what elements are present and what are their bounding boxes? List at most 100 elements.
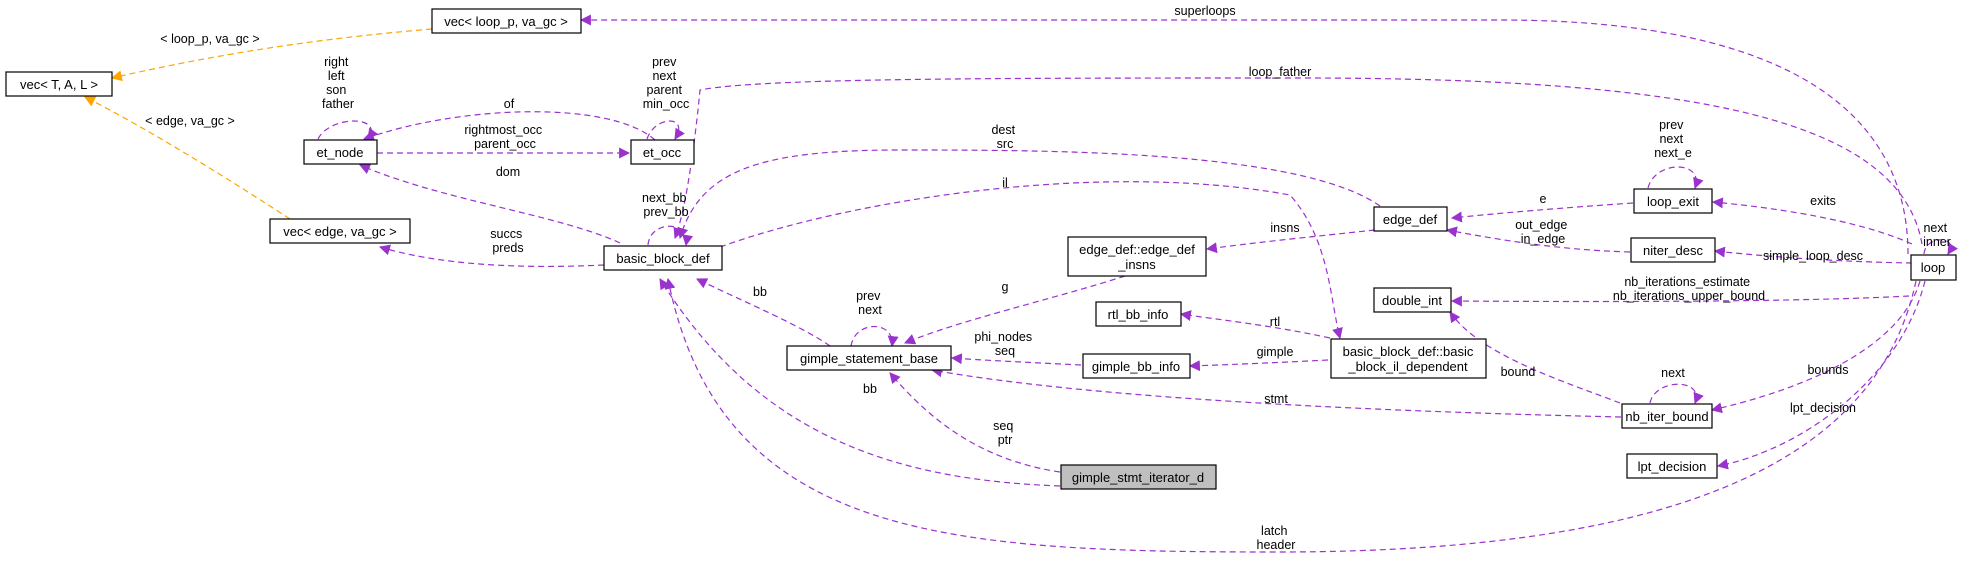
edge-loop-exit-self: prev next next_e	[1647, 118, 1704, 190]
edge-bb-from-gsi: bb	[659, 278, 1061, 487]
label-superloops: superloops	[1174, 4, 1235, 18]
node-bb-il-dependent[interactable]: basic_block_def::basic _block_il_depende…	[1330, 338, 1487, 379]
label-loop-self: next inner	[1923, 221, 1951, 249]
svg-text:_insns: _insns	[1117, 257, 1156, 272]
label-gimple-self: prev next	[856, 289, 884, 317]
edge-out-in-edge: out_edge in_edge	[1445, 218, 1631, 253]
label-e: e	[1540, 192, 1547, 206]
node-et-node[interactable]: et_node	[303, 139, 378, 165]
svg-text:basic_block_def: basic_block_def	[616, 251, 710, 266]
edge-lpt-decision: lpt_decision	[1716, 280, 1926, 470]
edge-dest-src: dest src	[677, 123, 1381, 240]
label-loop-father: loop_father	[1249, 65, 1312, 79]
svg-text:loop_exit: loop_exit	[1647, 194, 1699, 209]
edge-rtl: rtl	[1179, 310, 1331, 339]
label-nb-iter-self: next	[1661, 366, 1685, 380]
svg-text:double_int: double_int	[1382, 293, 1442, 308]
label-g: g	[1002, 280, 1009, 294]
node-vec-t-a-l[interactable]: vec< T, A, L >	[5, 71, 113, 97]
svg-text:niter_desc: niter_desc	[1643, 243, 1703, 258]
node-lpt-decision[interactable]: lpt_decision	[1626, 453, 1718, 479]
svg-text:vec< loop_p, va_gc >: vec< loop_p, va_gc >	[444, 14, 568, 29]
edge-gimple-self: prev next	[850, 289, 899, 348]
label-latch-header: latch header	[1257, 524, 1296, 552]
label-seq-ptr: seq ptr	[993, 419, 1017, 447]
node-vec-loop-p[interactable]: vec< loop_p, va_gc >	[431, 8, 582, 34]
label-succs-preds: succs preds	[490, 227, 525, 255]
edge-nb-iter-self: next	[1649, 366, 1704, 405]
svg-text:vec< T, A, L >: vec< T, A, L >	[20, 77, 98, 92]
edge-gimple: gimple	[1188, 345, 1329, 372]
edge-bb-self: next_bb prev_bb	[642, 191, 693, 247]
label-bb-from-gsi: bb	[863, 382, 877, 396]
node-niter-desc[interactable]: niter_desc	[1630, 237, 1716, 263]
label-il: il	[1002, 176, 1008, 190]
edge-superloops: superloops	[579, 4, 1909, 255]
svg-text:lpt_decision: lpt_decision	[1638, 459, 1707, 474]
node-loop[interactable]: loop	[1910, 254, 1957, 281]
node-double-int[interactable]: double_int	[1373, 287, 1452, 313]
label-bound: bound	[1501, 365, 1536, 379]
svg-text:edge_def::edge_def: edge_def::edge_def	[1079, 242, 1195, 257]
svg-text:loop: loop	[1921, 260, 1946, 275]
label-insns: insns	[1270, 221, 1299, 235]
label-out-in-edge: out_edge in_edge	[1515, 218, 1571, 246]
edge-stmt: stmt	[930, 366, 1622, 418]
label-rtl: rtl	[1270, 315, 1280, 329]
svg-text:gimple_bb_info: gimple_bb_info	[1092, 359, 1180, 374]
node-edge-def-insns[interactable]: edge_def::edge_def _insns	[1067, 236, 1207, 277]
edge-e: e	[1450, 192, 1634, 223]
label-of: of	[504, 97, 515, 111]
svg-text:et_node: et_node	[317, 145, 364, 160]
node-nb-iter-bound[interactable]: nb_iter_bound	[1621, 403, 1713, 429]
label-vec-loop-template: < loop_p, va_gc >	[160, 32, 259, 46]
edge-insns: insns	[1205, 221, 1376, 254]
node-gimple-bb-info[interactable]: gimple_bb_info	[1082, 353, 1191, 379]
node-rtl-bb-info[interactable]: rtl_bb_info	[1095, 301, 1182, 327]
label-loop-exit-self: prev next next_e	[1654, 118, 1692, 160]
svg-text:gimple_stmt_iterator_d: gimple_stmt_iterator_d	[1072, 470, 1204, 485]
node-gimple-stmt-iterator-d[interactable]: gimple_stmt_iterator_d	[1060, 464, 1217, 490]
edge-g: g	[903, 275, 1126, 345]
edge-seq-ptr: seq ptr	[889, 372, 1061, 473]
edge-vec-edge-template: < edge, va_gc >	[84, 96, 291, 220]
edge-dom: dom	[358, 163, 621, 244]
edge-succs-preds: succs preds	[378, 227, 605, 268]
edge-vec-loop-template: < loop_p, va_gc >	[110, 28, 433, 82]
node-basic-block-def[interactable]: basic_block_def	[603, 245, 723, 271]
svg-text:basic_block_def::basic: basic_block_def::basic	[1343, 344, 1474, 359]
edge-et-node-self: right left son father	[317, 55, 379, 140]
label-simple-loop-desc: simple_loop_desc	[1763, 249, 1863, 263]
node-et-occ[interactable]: et_occ	[630, 139, 695, 165]
label-gimple: gimple	[1257, 345, 1294, 359]
node-gimple-statement-base[interactable]: gimple_statement_base	[786, 345, 952, 371]
edge-il: il	[719, 176, 1343, 340]
svg-text:vec< edge, va_gc >: vec< edge, va_gc >	[283, 224, 396, 239]
node-loop-exit[interactable]: loop_exit	[1633, 188, 1713, 214]
edge-loop-self: next inner	[1923, 221, 1958, 255]
edge-loop-father: loop_father	[673, 65, 1923, 245]
edge-exits: exits	[1711, 194, 1913, 245]
svg-text:edge_def: edge_def	[1383, 212, 1438, 227]
node-edge-def[interactable]: edge_def	[1373, 206, 1448, 232]
label-exits: exits	[1810, 194, 1836, 208]
label-bb-from-gimple: bb	[753, 285, 767, 299]
edge-bb-from-gimple: bb	[696, 278, 831, 347]
label-nb-iterations: nb_iterations_estimate nb_iterations_upp…	[1613, 275, 1765, 303]
label-phi-seq: phi_nodes seq	[974, 330, 1035, 358]
svg-text:gimple_statement_base: gimple_statement_base	[800, 351, 938, 366]
svg-text:rtl_bb_info: rtl_bb_info	[1108, 307, 1169, 322]
label-et-occ-self: prev next parent min_occ	[643, 55, 690, 111]
node-vec-edge[interactable]: vec< edge, va_gc >	[269, 218, 411, 244]
edge-of: of	[362, 97, 656, 141]
edge-latch-header: latch header	[664, 277, 1917, 553]
edge-simple-loop-desc: simple_loop_desc	[1713, 246, 1913, 264]
label-stmt: stmt	[1264, 392, 1288, 406]
edge-bounds: bounds	[1710, 280, 1921, 414]
label-rightmost-occ: rightmost_occ parent_occ	[464, 123, 545, 151]
label-vec-edge-template: < edge, va_gc >	[145, 114, 235, 128]
edge-phi-seq: phi_nodes seq	[950, 330, 1082, 366]
label-bounds: bounds	[1807, 363, 1848, 377]
edge-bound: bound	[1449, 311, 1621, 404]
